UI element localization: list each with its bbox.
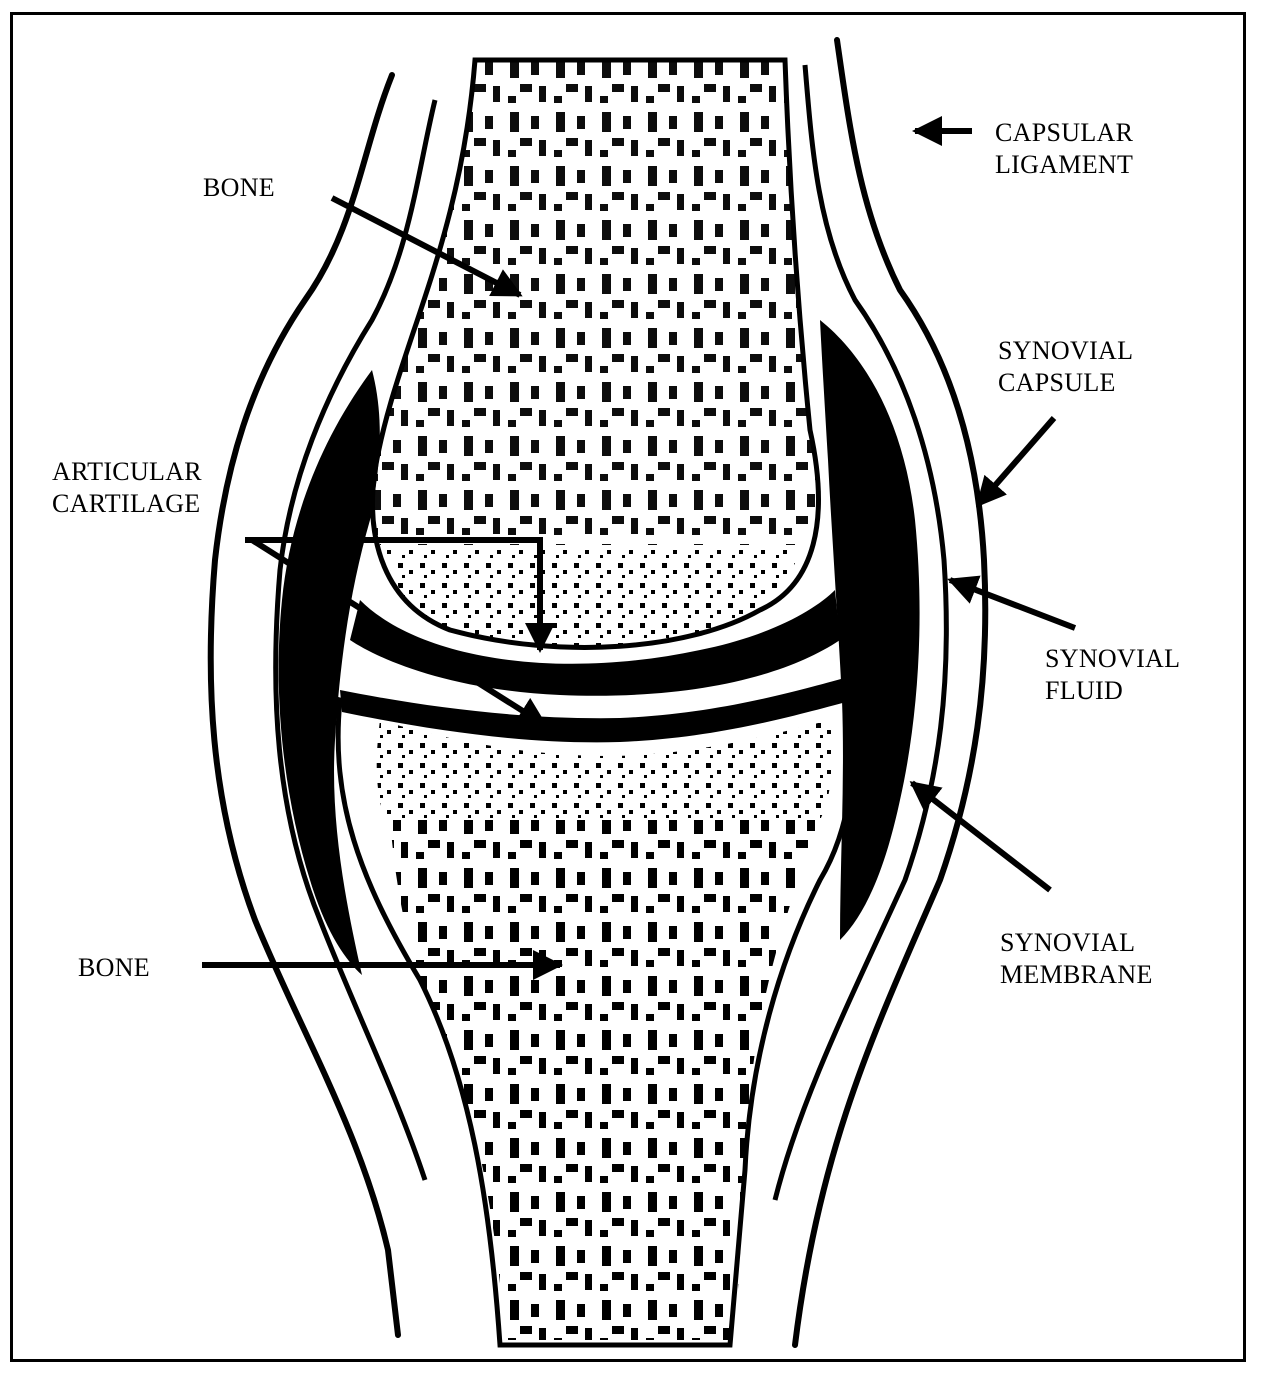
- label-bone-upper: BONE: [203, 172, 275, 204]
- pointer-synovial-fluid: [950, 580, 1075, 628]
- label-synovial-fluid: SYNOVIAL FLUID: [1045, 643, 1180, 707]
- pointer-synovial-capsule: [978, 418, 1054, 505]
- synovial-membrane-left: [279, 370, 380, 975]
- pointer-synovial-membrane: [912, 783, 1050, 890]
- label-synovial-membrane: SYNOVIAL MEMBRANE: [1000, 927, 1153, 991]
- label-articular-cartilage: ARTICULAR CARTILAGE: [52, 456, 202, 520]
- label-synovial-capsule: SYNOVIAL CAPSULE: [998, 335, 1133, 399]
- label-bone-lower: BONE: [78, 952, 150, 984]
- label-capsular-ligament: CAPSULAR LIGAMENT: [995, 117, 1133, 181]
